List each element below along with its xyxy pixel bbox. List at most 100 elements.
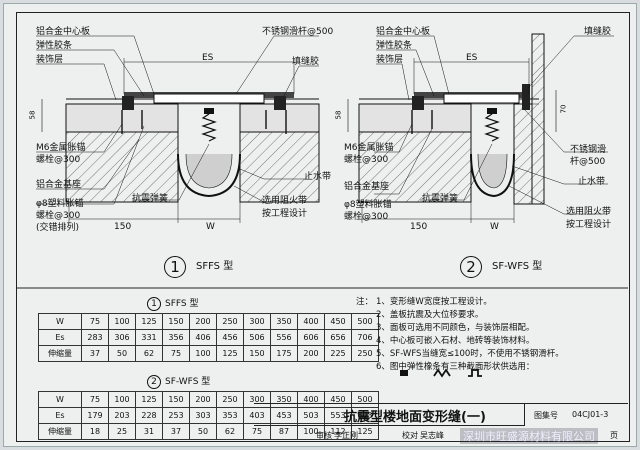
label2-steel-rod-2: 杆@500 bbox=[570, 157, 606, 167]
table-cell: 31 bbox=[135, 423, 163, 440]
note-6: 6、图中弹性橡条有三种截面形状供选用： bbox=[376, 362, 535, 372]
check-label: 校对 bbox=[402, 431, 418, 440]
detail-number-1: 1 bbox=[164, 256, 186, 278]
table-cell: 300 bbox=[243, 313, 271, 330]
note-5: 5、SF-WFS当缝宽≤100时，不使用不锈钢滑杆。 bbox=[376, 349, 564, 359]
table-cell: 400 bbox=[297, 313, 325, 330]
reviewer-name: 李正刚 bbox=[334, 431, 358, 440]
label-fire-belt: 选用阻火带 bbox=[262, 196, 308, 206]
table-cell: 606 bbox=[297, 329, 325, 346]
table-cell: 706 bbox=[351, 329, 379, 346]
label-elastic-strip: 弹性胶条 bbox=[36, 41, 73, 51]
table-cell: 200 bbox=[189, 313, 217, 330]
table-cell: 125 bbox=[216, 345, 244, 362]
table-cell: 25 bbox=[108, 423, 136, 440]
table-cell: 75 bbox=[81, 313, 109, 330]
label-filler: 填缝胶 bbox=[292, 57, 320, 67]
table-cell: 283 bbox=[81, 329, 109, 346]
row-header: W bbox=[38, 391, 82, 408]
label2-base: 铝合金基座 bbox=[344, 182, 390, 192]
table-cell: 179 bbox=[81, 407, 109, 424]
dim-150: 150 bbox=[114, 222, 132, 232]
table-cell: 175 bbox=[270, 345, 298, 362]
label2-bolt2: 螺栓@300 bbox=[344, 212, 389, 222]
table-cell: 200 bbox=[297, 345, 325, 362]
table-cell: 356 bbox=[162, 329, 190, 346]
label-anchor: M6金属胀锚 bbox=[36, 143, 86, 153]
label-center-plate: 铝合金中心板 bbox=[36, 27, 91, 37]
dim2-es: ES bbox=[466, 53, 478, 63]
label-decor-layer: 装饰层 bbox=[36, 55, 64, 65]
atlas-label: 图集号 bbox=[534, 411, 558, 420]
review-label: 审核 bbox=[316, 431, 332, 440]
dim-58: 58 bbox=[28, 110, 37, 120]
label2-filler: 填缝胶 bbox=[584, 27, 612, 37]
table-cell: 331 bbox=[135, 329, 163, 346]
table-cell: 306 bbox=[108, 329, 136, 346]
watermark: 深圳市旺盛源材料有限公司 bbox=[460, 428, 598, 444]
table-cell: 200 bbox=[189, 391, 217, 408]
label2-per-design: 按工程设计 bbox=[566, 220, 612, 230]
table-cell: 225 bbox=[324, 345, 352, 362]
detail-type-sf-wfs: SF-WFS 型 bbox=[492, 261, 543, 272]
table-cell: 253 bbox=[162, 407, 190, 424]
table-cell: 456 bbox=[216, 329, 244, 346]
table-cell: 100 bbox=[108, 313, 136, 330]
detail-number-2: 2 bbox=[460, 256, 482, 278]
checker-name: 吴志峰 bbox=[420, 431, 444, 440]
dim2-70: 70 bbox=[559, 104, 568, 114]
table-cell: 37 bbox=[162, 423, 190, 440]
table-cell: 150 bbox=[162, 313, 190, 330]
table-cell: 50 bbox=[108, 345, 136, 362]
row-header: 伸缩量 bbox=[38, 423, 82, 440]
table-cell: 353 bbox=[216, 407, 244, 424]
table-cell: 100 bbox=[189, 345, 217, 362]
table-cell: 62 bbox=[135, 345, 163, 362]
label2-fire-belt: 选用阻火带 bbox=[566, 207, 612, 217]
label-bolt2: 螺栓@300 bbox=[36, 211, 81, 221]
row-header: Es bbox=[38, 407, 82, 424]
table1-title: SFFS 型 bbox=[165, 299, 199, 309]
detail-type-sffs: SFFS 型 bbox=[196, 261, 234, 272]
table2-number: 2 bbox=[147, 375, 161, 389]
note-3: 3、面板可选用不同颜色，与装饰层相配。 bbox=[376, 323, 535, 333]
table-cell: 100 bbox=[108, 391, 136, 408]
drawing-frame bbox=[16, 12, 630, 442]
table-cell: 50 bbox=[189, 423, 217, 440]
dim2-w: W bbox=[490, 222, 499, 232]
notes-head: 注： bbox=[356, 297, 374, 307]
label2-waterstop: 止水带 bbox=[578, 177, 606, 187]
table-cell: 406 bbox=[189, 329, 217, 346]
table-cell: 75 bbox=[81, 391, 109, 408]
table-cell: 303 bbox=[189, 407, 217, 424]
label-base: 铝合金基座 bbox=[36, 180, 82, 190]
label-waterstop: 止水带 bbox=[304, 172, 332, 182]
sffs-section-drawing bbox=[36, 35, 320, 223]
table-cell: 125 bbox=[135, 391, 163, 408]
table-cell: 150 bbox=[243, 345, 271, 362]
dim2-150: 150 bbox=[410, 222, 428, 232]
table-cell: 62 bbox=[216, 423, 244, 440]
label-plastic-anchor: φ8塑料胀锚 bbox=[36, 199, 84, 209]
row-header: Es bbox=[38, 329, 82, 346]
label2-quake-spring: 抗震弹簧 bbox=[422, 194, 459, 204]
label-stagger: (交错排列) bbox=[36, 223, 80, 233]
table-cell: 250 bbox=[351, 345, 379, 362]
table-cell: 250 bbox=[216, 391, 244, 408]
table-cell: 350 bbox=[270, 313, 298, 330]
note-4: 4、中心板可嵌入石材、地砖等装饰材料。 bbox=[376, 336, 535, 346]
label-steel-rod: 不锈钢滑杆@500 bbox=[262, 27, 334, 37]
drawing-sheet: 铝合金中心板 弹性胶条 装饰层 不锈钢滑杆@500 填缝胶 ES 58 M6金属… bbox=[3, 3, 637, 447]
label-quake-spring: 抗震弹簧 bbox=[132, 194, 169, 204]
table-cell: 500 bbox=[351, 313, 379, 330]
title-block: 抗震型楼地面变形缝(一) 图集号 04CJ01-3 审核 李正刚 校对 吴志峰 … bbox=[254, 403, 628, 444]
table-cell: 228 bbox=[135, 407, 163, 424]
table-cell: 203 bbox=[108, 407, 136, 424]
strip-section-shapes bbox=[400, 368, 482, 378]
label-bolt1: 螺栓@300 bbox=[36, 155, 81, 165]
